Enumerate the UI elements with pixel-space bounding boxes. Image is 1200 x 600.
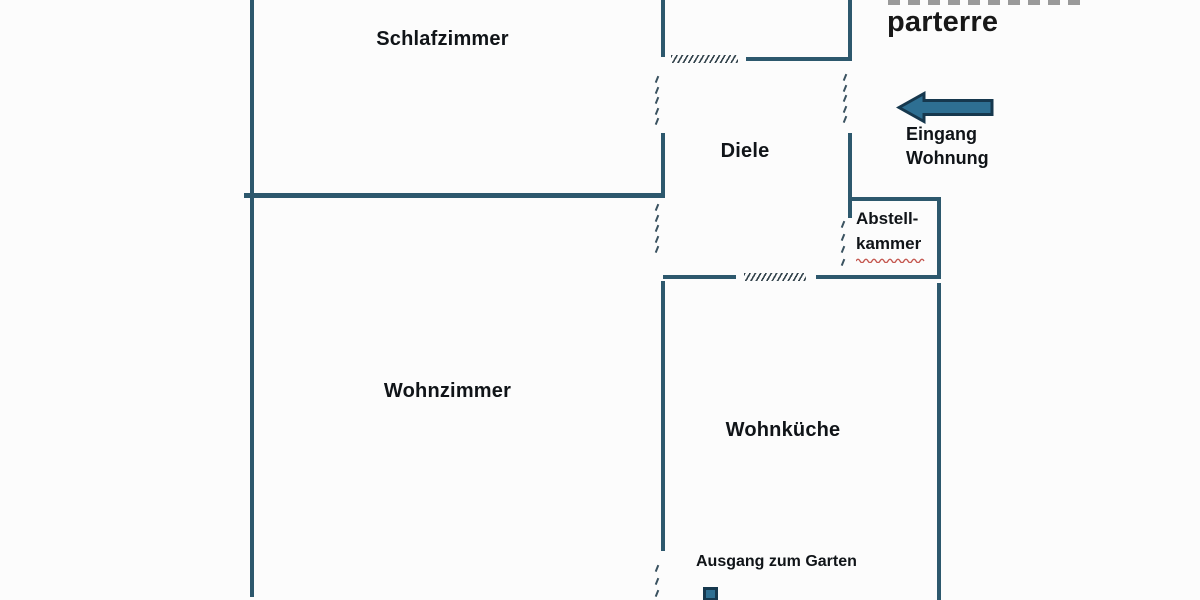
entrance-arrow-icon bbox=[896, 90, 994, 125]
cropped-text-bottom-fragment bbox=[888, 0, 1081, 5]
wall-diele-right bbox=[848, 133, 852, 218]
wall-wohnkueche-right bbox=[937, 283, 941, 600]
door-dashes-abstellkammer bbox=[840, 220, 846, 271]
wall-wohnkueche-top-left bbox=[663, 275, 736, 279]
wall-diele-top bbox=[746, 57, 852, 61]
door-hatch-wohnkueche-top bbox=[744, 273, 806, 281]
room-label-schlafzimmer: Schlafzimmer bbox=[376, 28, 509, 50]
entrance-label: Eingang Wohnung bbox=[906, 122, 989, 170]
wall-schlafzimmer-right bbox=[661, 0, 665, 57]
door-dashes-garden-exit bbox=[654, 564, 660, 600]
garden-door-icon bbox=[703, 587, 718, 600]
wall-entrance-jamb-right bbox=[848, 0, 852, 61]
abstellkammer-line1: Abstell- bbox=[856, 209, 919, 228]
door-dashes-entrance bbox=[842, 73, 848, 127]
abstellkammer-line2: kammer bbox=[856, 234, 922, 253]
wall-wohnkueche-top-right bbox=[816, 275, 941, 279]
room-label-abstellkammer: Abstell- kammer bbox=[856, 206, 921, 256]
door-dashes-wohnzimmer bbox=[654, 203, 660, 257]
floor-level-label: parterre bbox=[887, 6, 999, 38]
wall-outer-left bbox=[250, 0, 254, 597]
entrance-label-line1: Eingang bbox=[906, 124, 977, 144]
wall-diele-left bbox=[661, 133, 665, 198]
door-dashes-schlafzimmer bbox=[654, 75, 660, 129]
room-label-diele: Diele bbox=[720, 140, 770, 162]
room-label-wohnkueche: Wohnküche bbox=[725, 419, 841, 441]
spellcheck-squiggle bbox=[856, 258, 925, 263]
entrance-label-line2: Wohnung bbox=[906, 148, 989, 168]
wall-abstellkammer-right bbox=[937, 197, 941, 277]
wall-abstellkammer-top bbox=[848, 197, 941, 201]
room-label-wohnzimmer: Wohnzimmer bbox=[383, 380, 512, 402]
wall-wohnkueche-left bbox=[661, 281, 665, 551]
door-hatch-diele-top bbox=[671, 55, 738, 63]
wall-divider-schlafzimmer-wohnzimmer bbox=[244, 193, 665, 198]
garden-exit-label: Ausgang zum Garten bbox=[696, 553, 857, 570]
